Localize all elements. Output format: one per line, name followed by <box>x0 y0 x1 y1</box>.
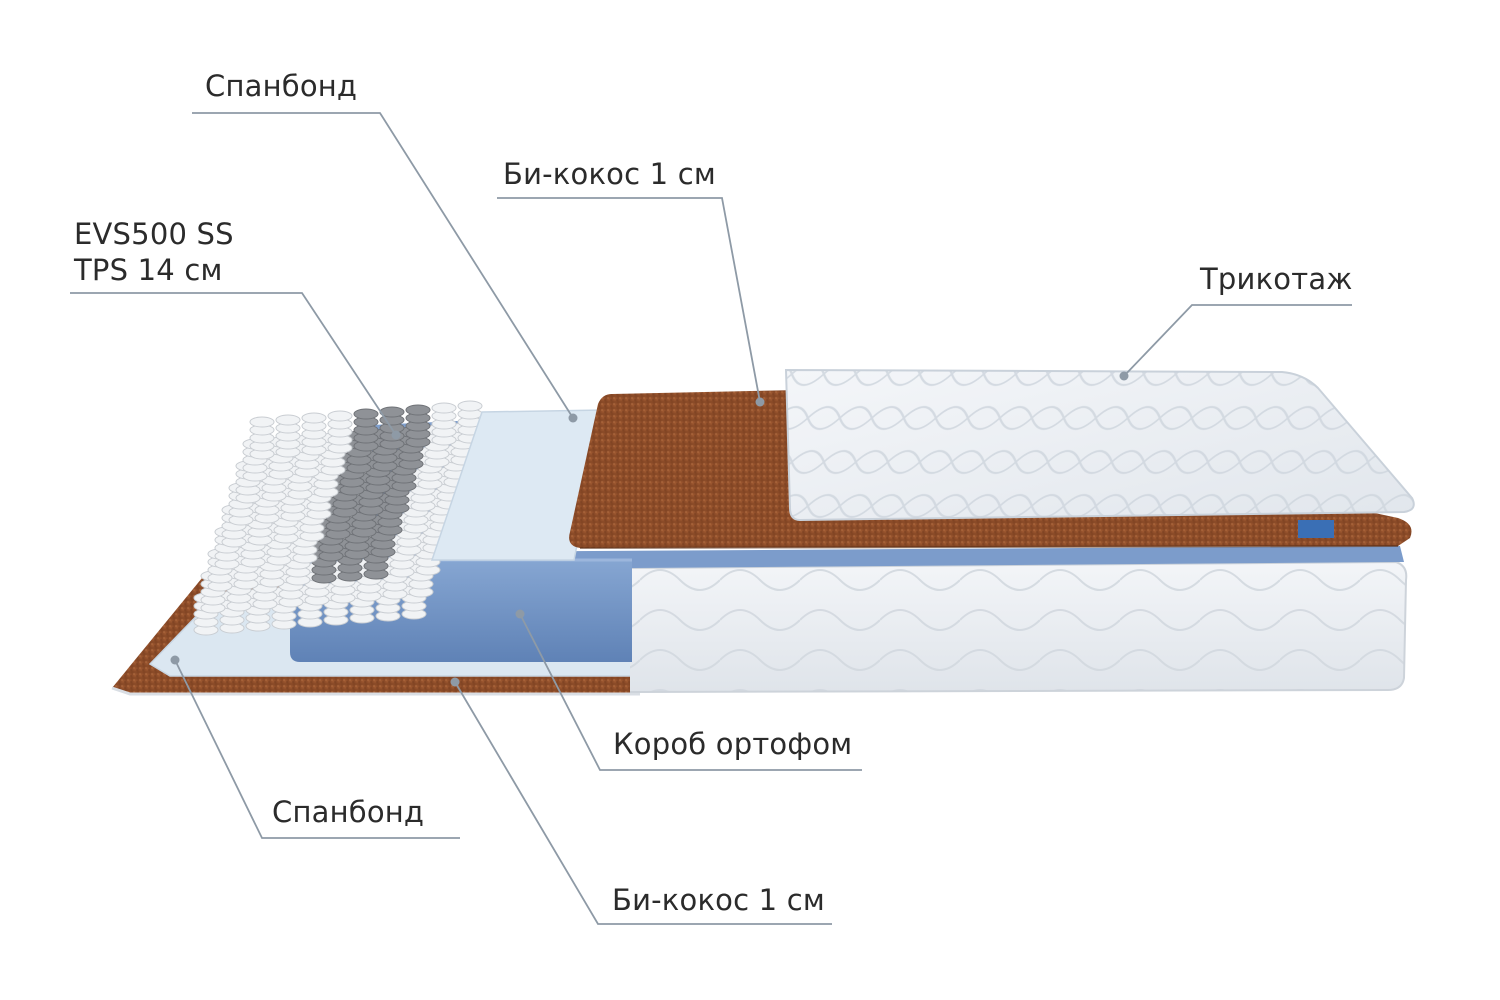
pocket-springs <box>193 400 483 636</box>
label-bottom-bicoconut: Би-кокос 1 см <box>612 883 825 917</box>
mattress-side-fabric <box>629 560 1408 693</box>
spring-coil <box>353 408 379 420</box>
spring-coil <box>301 412 327 424</box>
brand-tag <box>1298 520 1334 538</box>
label-springs-line1: EVS500 SS <box>74 217 234 251</box>
label-top-spunbond: Спанбонд <box>205 69 358 103</box>
leader-lines <box>70 112 1352 925</box>
leader-line-bottom-bicoconut <box>454 681 832 925</box>
leader-line-springs <box>70 292 397 436</box>
label-foam-box: Короб ортофом <box>613 727 853 761</box>
label-springs: EVS500 SS TPS 14 см <box>74 216 234 288</box>
knit-cover-layer <box>784 368 1415 538</box>
label-bottom-spunbond: Спанбонд <box>272 795 425 829</box>
spring-coil <box>405 404 431 416</box>
spring-coil <box>249 416 275 428</box>
top-foam-edge <box>430 546 1404 568</box>
label-top-bicoconut: Би-кокос 1 см <box>503 157 716 191</box>
leader-line-foam-box <box>519 613 862 771</box>
leader-line-knit <box>1123 304 1352 377</box>
top-spunbond-layer <box>430 409 605 561</box>
leader-dots <box>170 371 1129 687</box>
leader-line-top-bicoconut <box>497 197 761 403</box>
spring-coil <box>275 414 301 426</box>
spring-coil <box>431 402 457 414</box>
label-springs-line2: TPS 14 см <box>74 253 223 287</box>
leader-line-top-spunbond <box>192 112 574 419</box>
label-knit: Трикотаж <box>1200 262 1353 296</box>
spring-coil <box>327 410 353 422</box>
leader-line-bottom-spunbond <box>174 659 460 839</box>
spring-coil <box>457 400 483 412</box>
